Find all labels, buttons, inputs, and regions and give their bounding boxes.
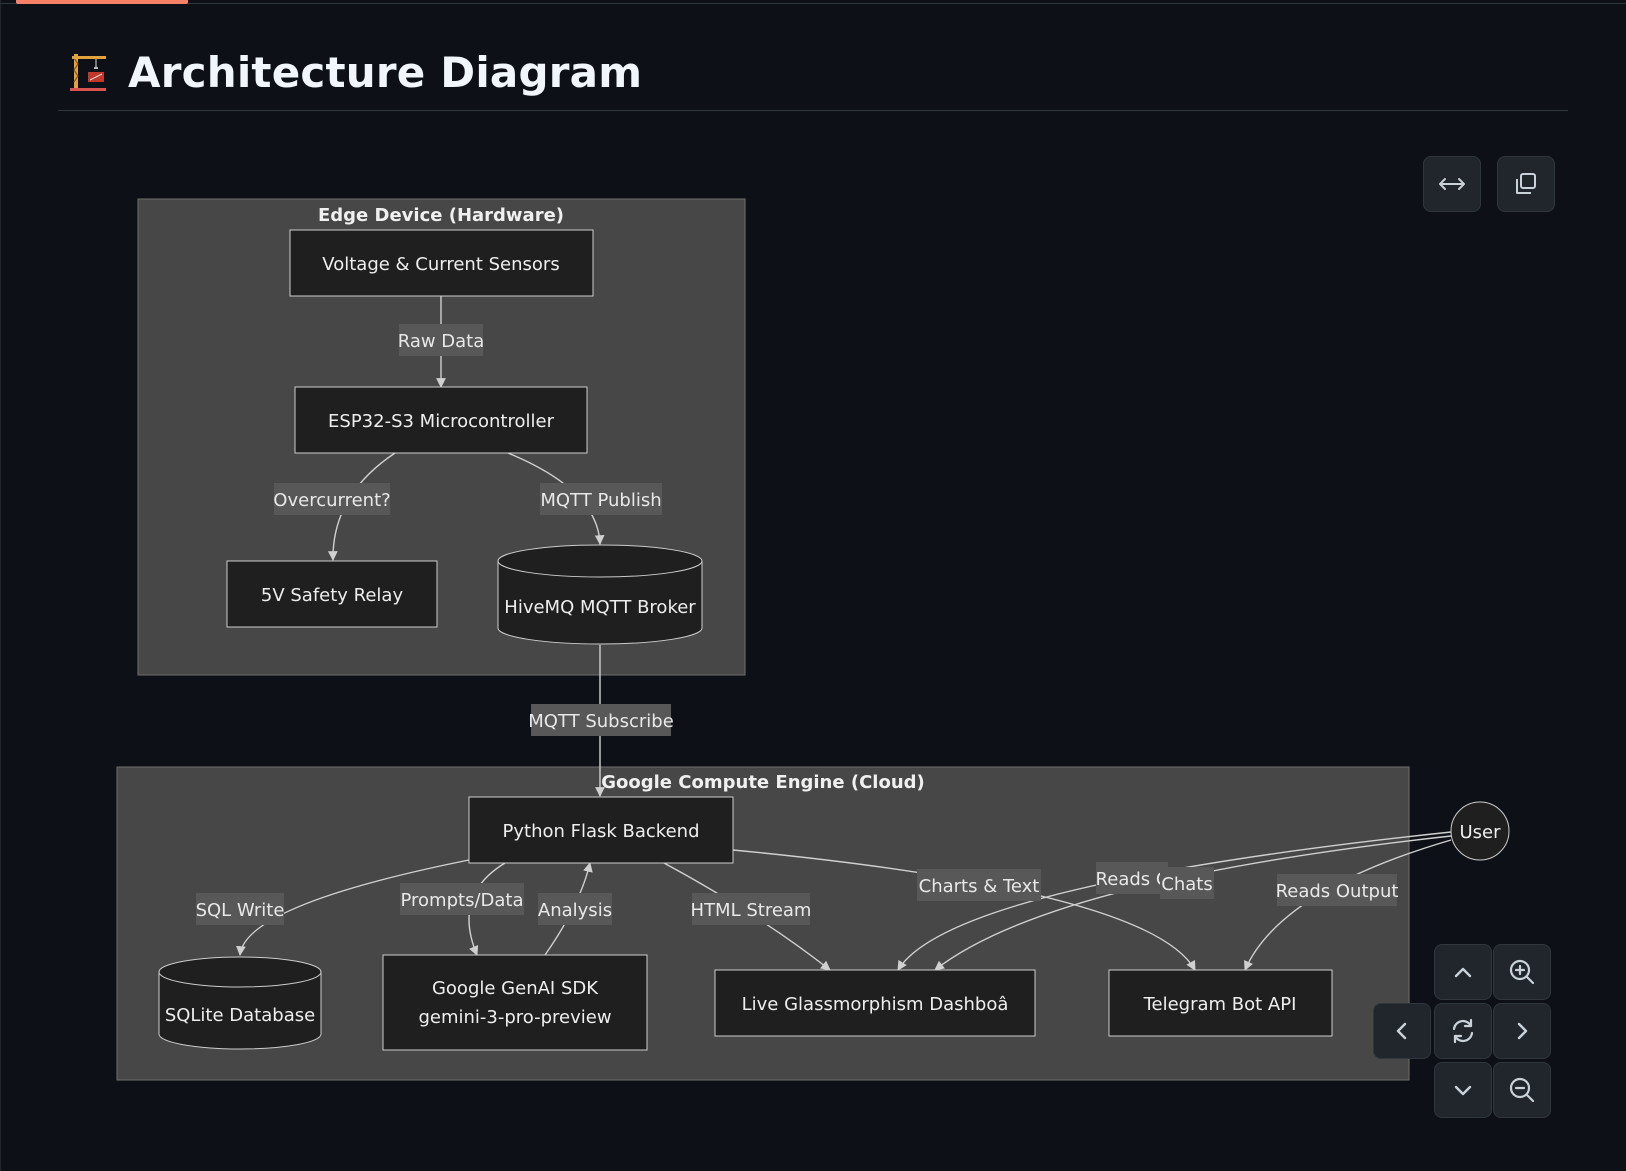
svg-text:Python Flask Backend: Python Flask Backend: [503, 821, 700, 842]
edge-label-reads-output: Reads Output: [1276, 874, 1399, 906]
svg-text:Reads C: Reads C: [1096, 869, 1169, 890]
reset-view-button[interactable]: [1434, 1003, 1492, 1059]
chevron-down-icon: [1454, 1085, 1472, 1096]
node-user[interactable]: User: [1450, 801, 1510, 861]
svg-text:User: User: [1459, 822, 1501, 843]
pan-down-button[interactable]: [1434, 1062, 1492, 1118]
edge-label-analysis: Analysis: [538, 893, 612, 925]
edge-label-prompts-data: Prompts/Data: [400, 883, 524, 915]
zoom-in-button[interactable]: [1493, 944, 1551, 1000]
node-flask[interactable]: Python Flask Backend: [468, 796, 734, 864]
pan-left-button[interactable]: [1373, 1003, 1431, 1059]
svg-text:Google GenAI SDK: Google GenAI SDK: [432, 978, 599, 999]
node-broker[interactable]: HiveMQ MQTT Broker: [497, 544, 703, 645]
edge-label-charts-text: Charts & Text: [917, 869, 1041, 901]
svg-text:Charts & Text: Charts & Text: [919, 876, 1040, 897]
copy-icon: [1516, 173, 1536, 194]
edge-label-mqtt-subscribe: MQTT Subscribe: [528, 704, 674, 736]
svg-text:HiveMQ MQTT Broker: HiveMQ MQTT Broker: [504, 597, 696, 618]
svg-text:MQTT Subscribe: MQTT Subscribe: [528, 711, 674, 732]
svg-text:SQLite Database: SQLite Database: [165, 1005, 315, 1026]
node-esp32[interactable]: ESP32-S3 Microcontroller: [294, 386, 588, 454]
svg-text:Voltage & Current Sensors: Voltage & Current Sensors: [322, 254, 559, 275]
edge-label-raw-data: Raw Data: [398, 324, 485, 356]
cluster-label-edge: Edge Device (Hardware): [318, 205, 564, 226]
page-top-border: [0, 3, 1626, 4]
expand-horizontal-icon: [1439, 178, 1465, 190]
edge-label-reads-c: Reads C: [1096, 862, 1169, 894]
edge-label-mqtt-publish: MQTT Publish: [540, 483, 662, 515]
edge-label-sql-write: SQL Write: [196, 893, 285, 925]
page-title: Architecture Diagram: [128, 48, 643, 97]
svg-text:Analysis: Analysis: [538, 900, 612, 921]
node-sqlite[interactable]: SQLite Database: [158, 956, 322, 1050]
svg-text:Live Glassmorphism Dashboâ: Live Glassmorphism Dashboâ: [742, 994, 1009, 1015]
svg-text:MQTT Publish: MQTT Publish: [540, 490, 661, 511]
active-tab-indicator: [16, 0, 188, 4]
copy-button[interactable]: [1497, 156, 1555, 212]
chevron-right-icon: [1517, 1022, 1528, 1040]
zoom-out-button[interactable]: [1493, 1062, 1551, 1118]
edge-label-chats: Chats: [1160, 867, 1214, 899]
construction-crane-icon: [70, 54, 106, 91]
svg-text:SQL Write: SQL Write: [196, 900, 285, 921]
svg-text:Reads Output: Reads Output: [1276, 881, 1399, 902]
svg-text:Raw Data: Raw Data: [398, 331, 485, 352]
svg-text:Prompts/Data: Prompts/Data: [401, 890, 524, 911]
svg-text:gemini-3-pro-preview: gemini-3-pro-preview: [418, 1007, 611, 1028]
svg-text:Chats: Chats: [1161, 874, 1212, 895]
node-telegram[interactable]: Telegram Bot API: [1108, 969, 1333, 1037]
edge-label-html-stream: HTML Stream: [691, 893, 812, 925]
edge-flask-sqlite: [236, 859, 470, 956]
reset-icon: [1452, 1018, 1474, 1044]
zoom-in-icon: [1509, 959, 1535, 985]
node-sensors[interactable]: Voltage & Current Sensors: [289, 229, 594, 297]
node-relay[interactable]: 5V Safety Relay: [226, 560, 438, 628]
zoom-out-icon: [1509, 1077, 1535, 1103]
svg-text:Telegram Bot API: Telegram Bot API: [1143, 994, 1297, 1015]
edge-labels: Raw Data Overcurrent? MQTT Publish MQTT …: [196, 324, 1399, 925]
cluster-label-cloud: Google Compute Engine (Cloud): [601, 772, 925, 793]
node-genai[interactable]: Google GenAI SDK gemini-3-pro-preview: [382, 954, 648, 1051]
svg-text:5V Safety Relay: 5V Safety Relay: [261, 585, 404, 606]
chevron-up-icon: [1454, 967, 1472, 978]
svg-text:HTML Stream: HTML Stream: [691, 900, 812, 921]
pan-up-button[interactable]: [1434, 944, 1492, 1000]
fullscreen-button[interactable]: [1423, 156, 1481, 212]
page-left-border: [0, 0, 1, 1171]
edge-label-overcurrent: Overcurrent?: [273, 483, 391, 515]
edge-flask-telegram: [732, 849, 1196, 971]
node-dashboard[interactable]: Live Glassmorphism Dashboâ: [714, 969, 1036, 1037]
chevron-left-icon: [1396, 1022, 1407, 1040]
svg-text:Overcurrent?: Overcurrent?: [273, 490, 390, 511]
svg-text:ESP32-S3 Microcontroller: ESP32-S3 Microcontroller: [328, 411, 555, 432]
page-header: Architecture Diagram: [58, 40, 1568, 111]
pan-right-button[interactable]: [1493, 1003, 1551, 1059]
edge-user-dashboard-reads: [897, 831, 1452, 971]
